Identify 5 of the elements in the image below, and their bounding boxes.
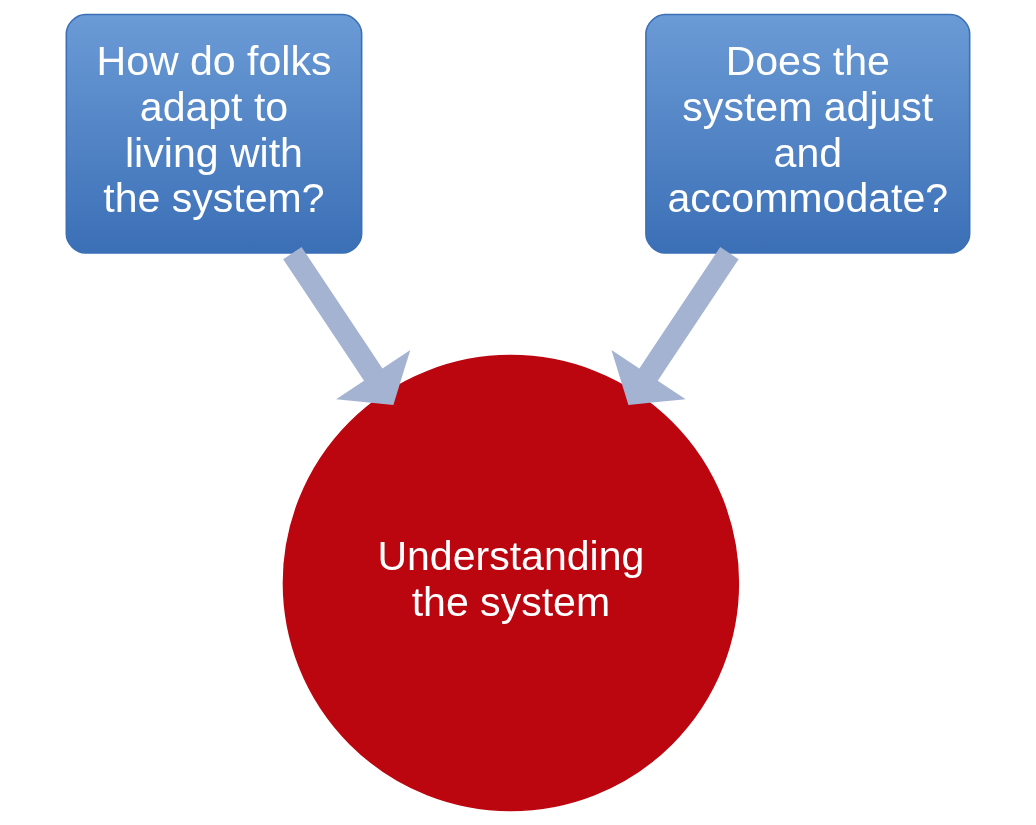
arrow [611, 247, 739, 405]
node-box: Does the system adjust and accommodate? [645, 13, 971, 254]
arrow [283, 247, 411, 405]
node-circle: Understanding the system [282, 354, 740, 812]
node-box: How do folks adapt to living with the system? [65, 13, 363, 254]
